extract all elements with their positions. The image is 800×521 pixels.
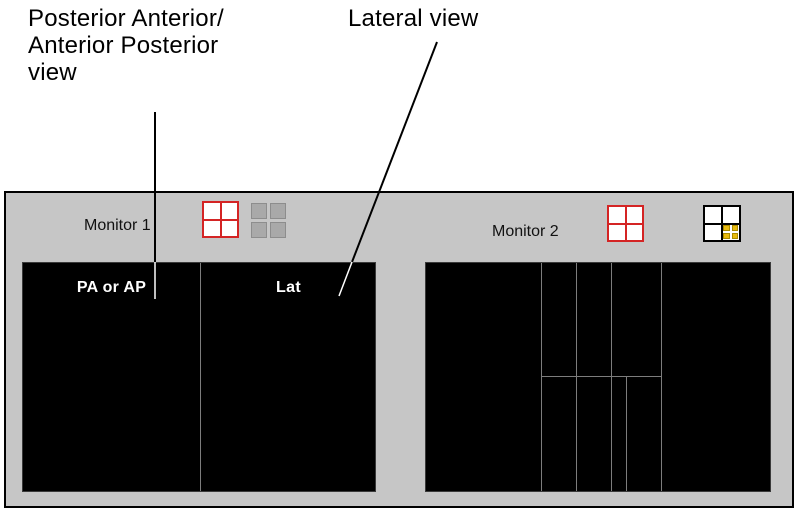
- monitor2-layout-2x2-active-icon[interactable]: [607, 205, 644, 242]
- pane-divider: [541, 376, 662, 377]
- monitor1-label: Monitor 1: [84, 217, 151, 234]
- callout-pa-ap-line1: Posterior Anterior/: [28, 5, 224, 32]
- grid-cell: [270, 222, 286, 238]
- yellow-cell: [731, 233, 738, 239]
- grid-line: [609, 222, 642, 225]
- grid-cell: [251, 222, 267, 238]
- callout-lateral-view: Lateral view: [348, 5, 479, 33]
- pane-divider: [576, 263, 577, 491]
- monitor2-layout-subdivided-selected-icon[interactable]: [703, 205, 741, 242]
- grid-line: [204, 218, 237, 221]
- pane-label-pa-ap: PA or AP: [76, 279, 147, 296]
- monitor2-label: Monitor 2: [492, 223, 559, 240]
- pane-divider: [200, 263, 201, 491]
- callout-pa-ap-line3: view: [28, 58, 77, 86]
- monitor1-layout-2x2-disabled-icon[interactable]: [251, 203, 286, 238]
- grid-cell: [270, 203, 286, 219]
- pane-divider: [661, 263, 662, 491]
- pane-divider: [611, 263, 612, 491]
- yellow-subgrid: [723, 225, 738, 239]
- monitor1-layout-2x2-active-icon[interactable]: [202, 201, 239, 238]
- monitor2-preview-screen: [425, 262, 771, 492]
- yellow-cell: [723, 225, 730, 231]
- grid-cell: [251, 203, 267, 219]
- callout-pa-ap-line2: Anterior Posterior: [28, 31, 219, 59]
- callout-pa-ap-view: Posterior Anterior/ Anterior Posterior v…: [28, 5, 224, 87]
- monitor1-preview-screen: PA or AP Lat: [22, 262, 376, 492]
- yellow-cell: [723, 233, 730, 239]
- grid-line: [705, 222, 739, 225]
- monitor-layout-panel: Monitor 1 Monitor 2: [4, 191, 794, 508]
- yellow-cell: [731, 225, 738, 231]
- callout-lateral-text: Lateral view: [348, 5, 479, 32]
- pane-divider: [541, 263, 542, 491]
- pane-label-lat: Lat: [276, 279, 301, 296]
- pane-divider: [626, 376, 627, 491]
